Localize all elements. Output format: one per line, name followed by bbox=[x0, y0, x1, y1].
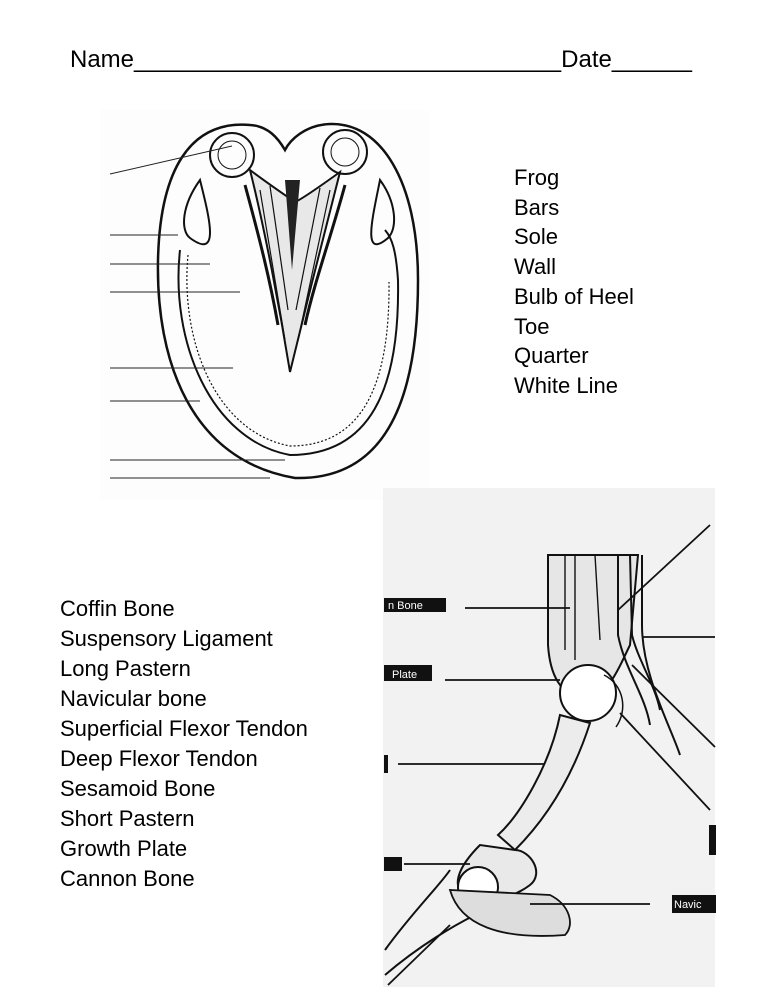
hoof-term: Bulb of Heel bbox=[514, 283, 634, 309]
hoof-term: Bars bbox=[514, 194, 560, 220]
hoof-term: Toe bbox=[514, 313, 550, 339]
leg-term: Deep Flexor Tendon bbox=[60, 746, 258, 771]
hoof-term: Frog bbox=[514, 165, 560, 190]
cannon-fragment-label: n Bone bbox=[388, 600, 423, 612]
leg-term: Cannon Bone bbox=[60, 866, 195, 891]
date-field-label[interactable]: Date______ bbox=[561, 46, 692, 73]
hoof-term: Quarter bbox=[514, 343, 589, 369]
leg-term: Coffin Bone bbox=[60, 596, 175, 621]
leg-diagram: n Bone Plate Navic bbox=[383, 488, 716, 987]
hoof-term-list: Frog Bars Sole Wall Bulb of Heel Toe Qua… bbox=[514, 163, 634, 401]
hoof-term: Sole bbox=[514, 224, 559, 250]
leg-term: Long Pastern bbox=[60, 656, 191, 681]
hoof-term: White Line bbox=[514, 372, 618, 398]
navicular-fragment-label: Navic bbox=[674, 899, 702, 911]
leg-term: Suspensory Ligament bbox=[60, 626, 273, 651]
name-date-header: Name________________________________Date… bbox=[70, 46, 692, 74]
hoof-diagram bbox=[100, 110, 430, 500]
plate-fragment-label: Plate bbox=[392, 669, 417, 681]
leg-term: Superficial Flexor Tendon bbox=[60, 716, 308, 741]
leg-term-list: Coffin Bone Suspensory Ligament Long Pas… bbox=[60, 594, 308, 894]
leg-term: Sesamoid Bone bbox=[60, 776, 216, 801]
hoof-term: Wall bbox=[514, 254, 556, 280]
name-field-label[interactable]: Name________________________________ bbox=[70, 46, 562, 73]
leg-term: Short Pastern bbox=[60, 806, 195, 831]
leg-term: Growth Plate bbox=[60, 836, 188, 861]
leg-term: Navicular bone bbox=[60, 686, 207, 711]
